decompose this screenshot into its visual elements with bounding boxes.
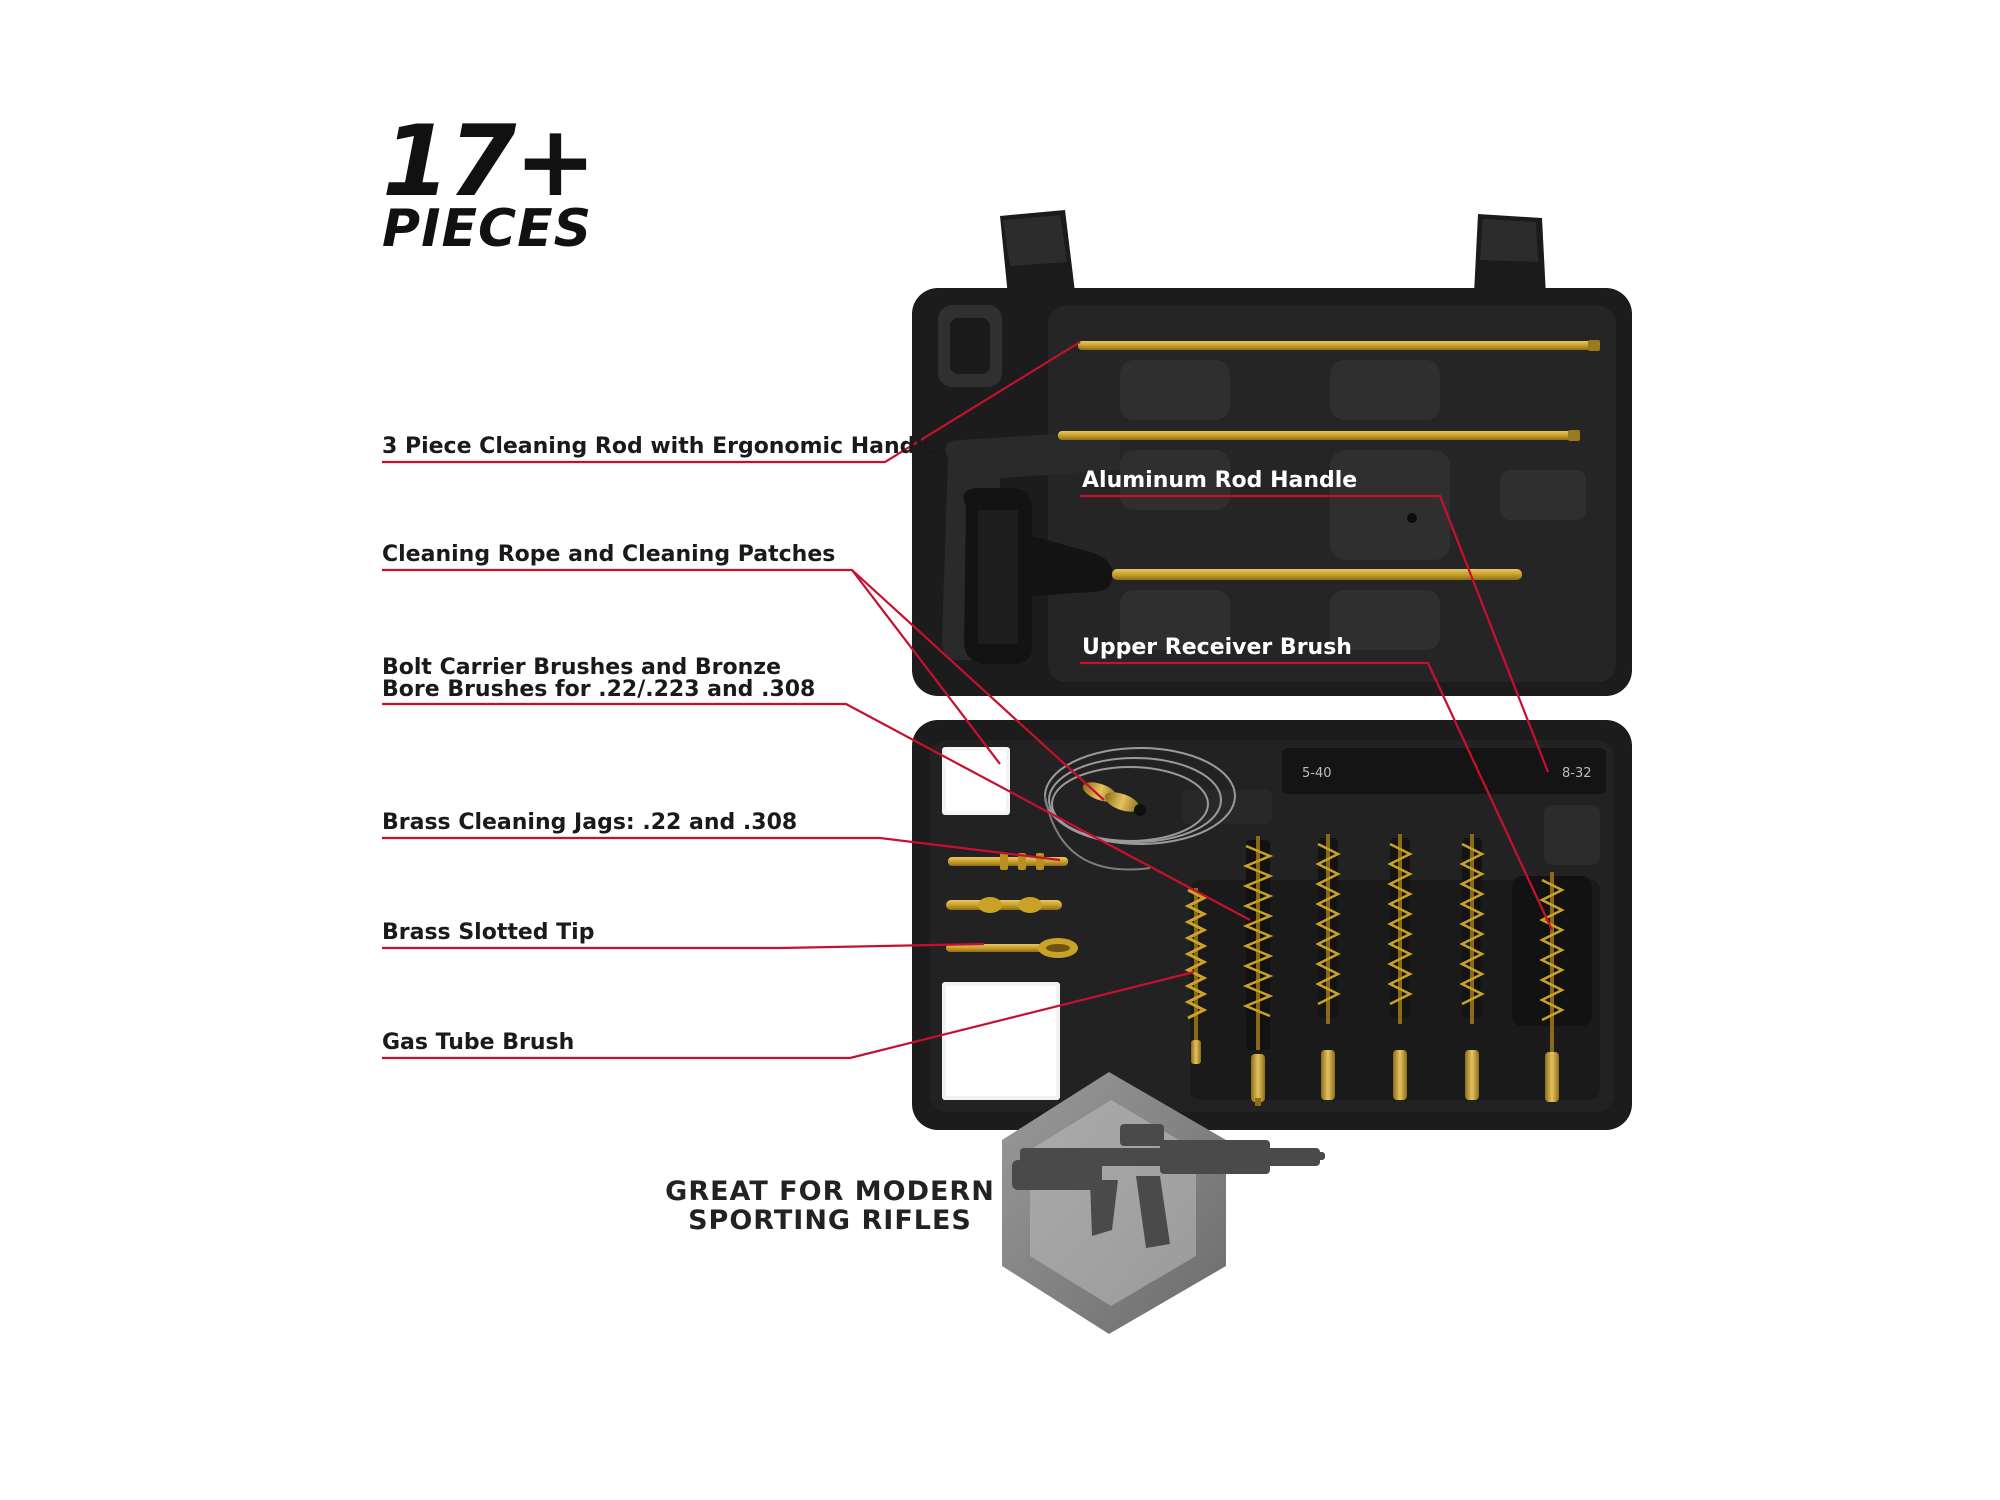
hexagon-rifle-icon: [1002, 1072, 1325, 1334]
callout-bolt-brushes-line1: Bolt Carrier Brushes and Bronze: [382, 655, 782, 680]
callout-cleaning-rod: 3 Piece Cleaning Rod with Ergonomic Hand…: [382, 434, 938, 459]
callout-upper-receiver: Upper Receiver Brush: [1082, 635, 1352, 660]
thread-label-right: 8-32: [1562, 766, 1592, 781]
bore-brushes: [1184, 834, 1592, 1106]
brass-jags: [946, 853, 1068, 913]
cleaning-rod-sections: [1058, 340, 1600, 580]
callout-slotted-tip: Brass Slotted Tip: [382, 920, 595, 945]
callout-jags: Brass Cleaning Jags: .22 and .308: [382, 810, 798, 835]
case-latches: [1000, 210, 1546, 296]
tagline-line2: SPORTING RIFLES: [688, 1205, 972, 1237]
callout-bolt-brushes-line2: Bore Brushes for .22/.223 and .308: [382, 677, 816, 702]
callout-bolt-brushes: Bolt Carrier Brushes and Bronze Bore Bru…: [382, 657, 815, 701]
callout-rod-handle: Aluminum Rod Handle: [1082, 468, 1358, 493]
cleaning-rope: [1044, 747, 1236, 871]
thread-label-left: 5-40: [1302, 766, 1332, 781]
callout-gas-tube: Gas Tube Brush: [382, 1030, 575, 1055]
tagline-line1: GREAT FOR MODERN: [665, 1176, 995, 1207]
cleaning-patches: [942, 747, 1060, 1100]
callout-rope-patches: Cleaning Rope and Cleaning Patches: [382, 542, 836, 567]
headline-count: 17+: [382, 105, 596, 219]
headline: 17+ PIECES: [382, 105, 596, 260]
rope-brass-ends: [1082, 782, 1146, 816]
case-base: [912, 720, 1632, 1130]
brass-slotted-tip: [946, 938, 1078, 958]
headline-unit: PIECES: [382, 199, 593, 260]
tagline: GREAT FOR MODERN SPORTING RIFLES: [640, 1177, 1020, 1235]
